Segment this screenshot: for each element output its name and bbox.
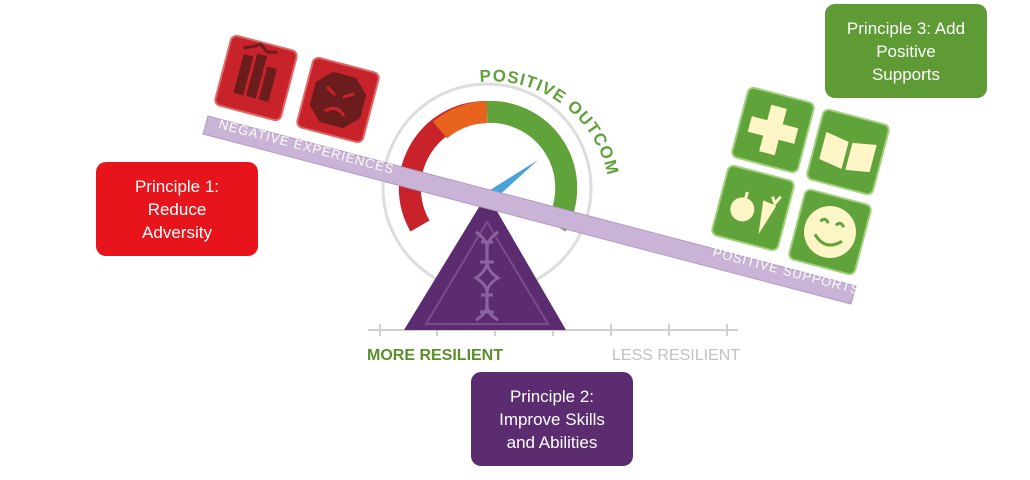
more-resilient-label: MORE RESILIENT bbox=[367, 347, 503, 364]
gauge-needle bbox=[490, 160, 538, 200]
positive-icons bbox=[711, 86, 890, 276]
negative-icons bbox=[214, 34, 380, 144]
principle-2-box: Principle 2: Improve Skills and Abilitie… bbox=[471, 372, 633, 466]
principle-3-box: Principle 3: Add Positive Supports bbox=[825, 4, 987, 98]
dna-icon bbox=[473, 230, 501, 322]
balance-beam bbox=[202, 115, 857, 305]
stress-building-icon bbox=[233, 42, 278, 102]
angry-face-icon bbox=[309, 71, 367, 129]
principle-1-box: Principle 1: Reduce Adversity bbox=[96, 162, 258, 256]
health-cross-icon bbox=[747, 104, 799, 156]
food-icon bbox=[730, 191, 782, 235]
smiley-face-icon bbox=[804, 206, 856, 258]
less-resilient-label: LESS RESILIENT bbox=[612, 347, 740, 364]
outcome-gauge bbox=[381, 82, 593, 294]
book-icon bbox=[819, 131, 877, 173]
